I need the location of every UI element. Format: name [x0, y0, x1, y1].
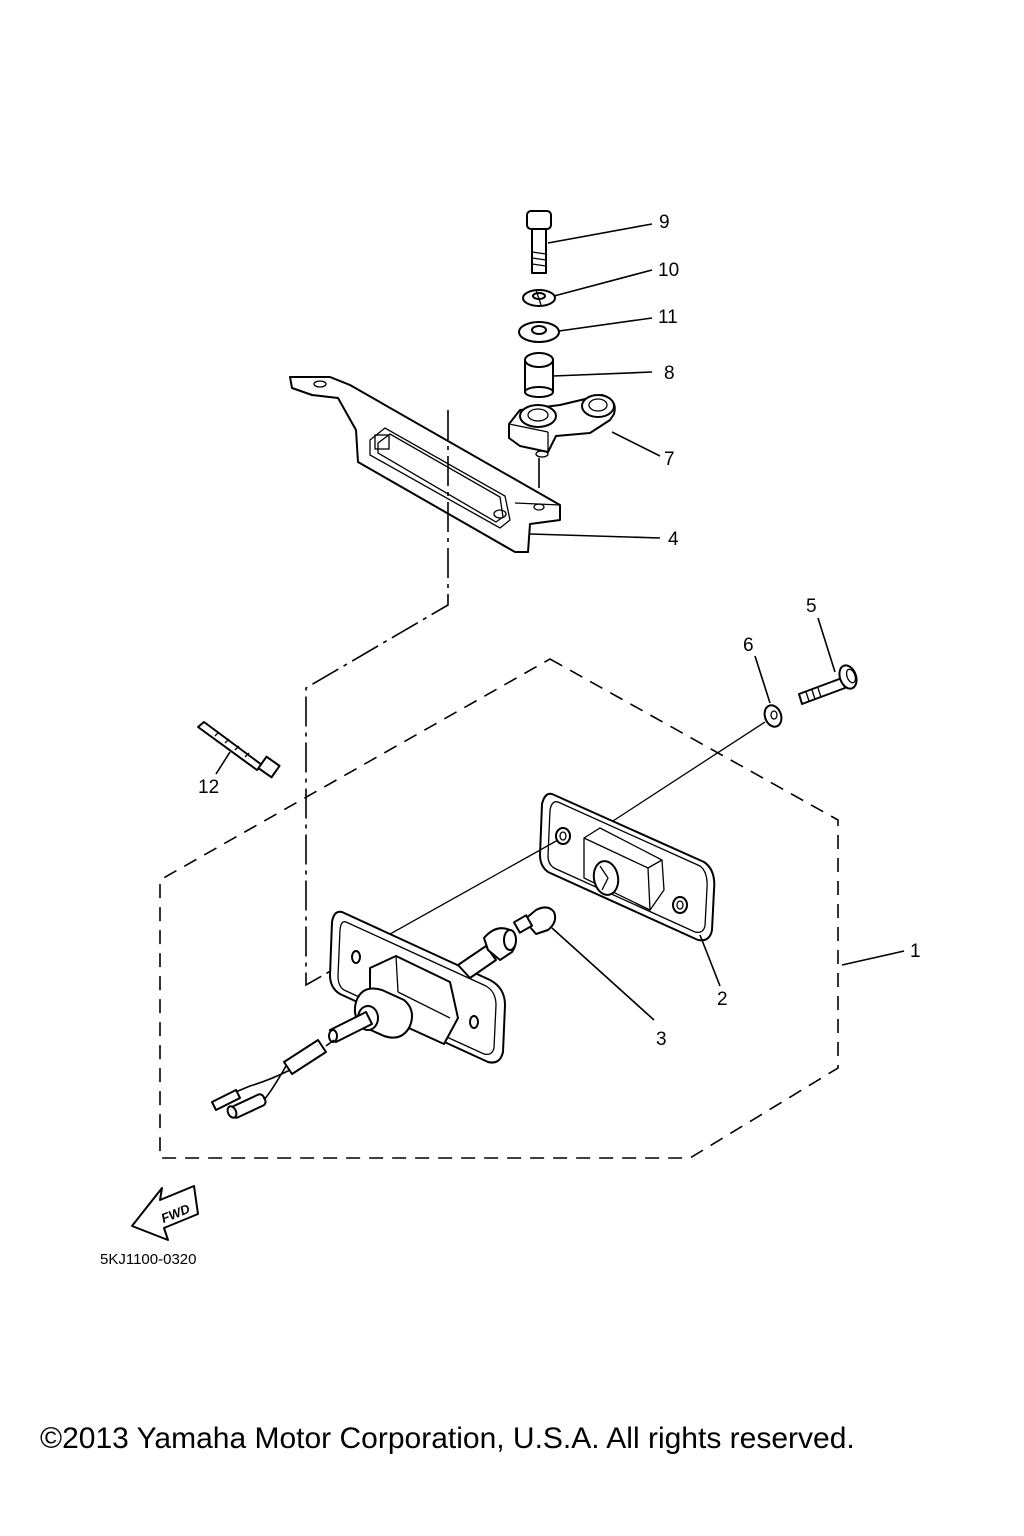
callout-11[interactable]: 11: [658, 307, 678, 328]
part-12-cable-tie[interactable]: [197, 721, 281, 779]
part-8-collar[interactable]: [524, 352, 554, 398]
assembly-axis-upper: [595, 721, 766, 833]
leader-8: [552, 371, 653, 377]
callout-9[interactable]: 9: [659, 212, 670, 233]
callout-1[interactable]: 1: [910, 941, 921, 962]
leader-12: [215, 751, 231, 775]
copyright-footer: ©2013 Yamaha Motor Corporation, U.S.A. A…: [40, 1422, 855, 1455]
leader-4: [529, 533, 661, 539]
part-3-bulb[interactable]: [512, 906, 557, 935]
part-5-screw[interactable]: [798, 663, 860, 705]
callout-5[interactable]: 5: [806, 596, 817, 617]
lamp-housing[interactable]: [211, 910, 517, 1119]
leader-2: [699, 934, 721, 987]
callout-10[interactable]: 10: [658, 260, 679, 281]
leader-7: [611, 431, 661, 457]
alignment-line-bracket: [305, 410, 449, 987]
fwd-arrow-icon: FWD: [131, 1185, 199, 1241]
callout-12[interactable]: 12: [198, 777, 219, 798]
part-1-assembly-outline[interactable]: [159, 658, 839, 1159]
callout-3[interactable]: 3: [656, 1029, 667, 1050]
part-6-washer[interactable]: [762, 703, 785, 729]
callout-6[interactable]: 6: [743, 635, 754, 656]
part-2-lens[interactable]: [539, 792, 716, 942]
callout-4[interactable]: 4: [668, 529, 679, 550]
assembly-axis-lower: [357, 839, 559, 953]
leader-3: [551, 927, 655, 1021]
leader-11: [558, 317, 653, 332]
part-9-bolt[interactable]: [526, 210, 552, 274]
callout-8[interactable]: 8: [664, 363, 675, 384]
part-11-washer[interactable]: [518, 321, 560, 343]
diagram-code: 5KJ1100-0320: [100, 1251, 196, 1268]
callout-2[interactable]: 2: [717, 989, 728, 1010]
part-4-mounting-bracket[interactable]: [289, 376, 561, 553]
part-10-lock-washer[interactable]: [522, 289, 556, 307]
leader-1: [841, 950, 905, 966]
leader-6: [754, 655, 771, 704]
callout-7[interactable]: 7: [664, 449, 675, 470]
leader-5: [817, 617, 836, 673]
part-7-bracket[interactable]: [508, 394, 616, 458]
leader-9: [547, 223, 653, 244]
leader-10: [553, 269, 653, 297]
